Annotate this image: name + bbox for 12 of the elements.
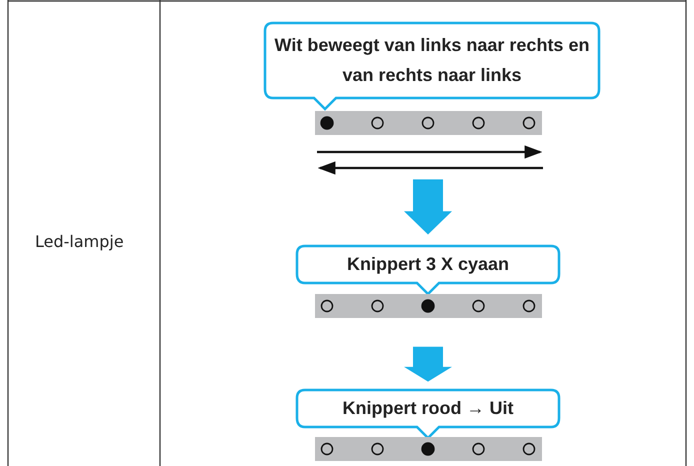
flow-arrow (404, 346, 452, 382)
callout-bubble (264, 22, 600, 110)
led-indicator-bar (315, 294, 542, 318)
led-indicator-bar (315, 111, 542, 135)
led-indicator-bar (315, 437, 542, 461)
callout-text: Wit beweegt van links naar rechts en van rechts naar links (274, 34, 590, 87)
flow-arrow (404, 179, 452, 235)
callout-bubble (296, 389, 560, 439)
row-header: Led-lampje (35, 232, 124, 251)
callout-bubble (296, 245, 560, 295)
callout-text: Knippert rood → Uit (342, 397, 514, 420)
callout-text: Knippert 3 X cyaan (346, 253, 510, 276)
